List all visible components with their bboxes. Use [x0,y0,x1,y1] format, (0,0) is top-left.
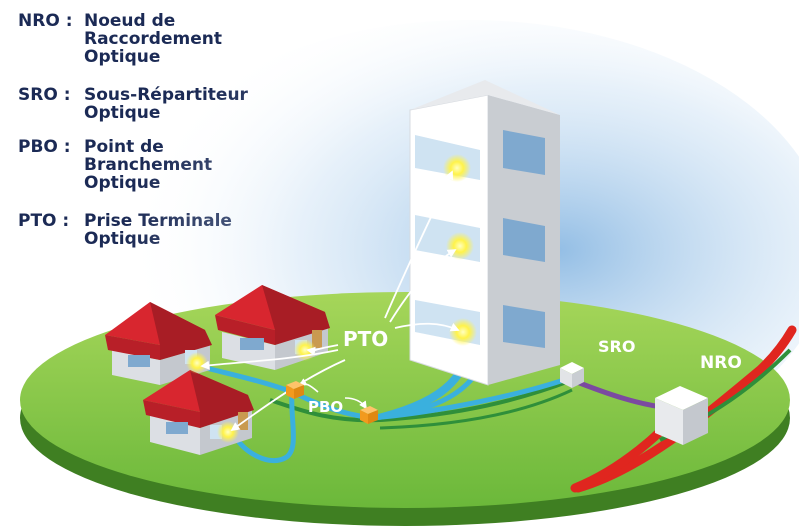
pto-light-icon [217,421,239,443]
pto-light-icon [449,318,477,346]
legend-line: Noeud de [84,11,176,31]
legend-line: Optique [84,103,161,123]
legend-abbr: PBO : [18,137,71,157]
legend-line: Raccordement [84,29,222,49]
nro-fiber-red-lower [570,425,667,493]
ground-disk [20,292,790,508]
pbo-label: PBO [308,398,343,416]
sro-cabinet-icon [560,362,584,388]
legend-abbr: NRO : [18,11,73,31]
legend-line: Optique [84,47,161,67]
nro-cabinet-icon [655,386,708,445]
pbo-box-icon [360,406,378,424]
pto-light-icon [186,352,208,374]
ground-fiber-green [269,378,573,423]
pto-light-icon [443,154,471,182]
nro-label: NRO [700,353,742,373]
ground-fiber-green-3 [379,388,573,430]
pto-arrows [200,170,460,432]
legend-abbr: PTO : [18,211,70,231]
legend-line: Point de [84,137,164,157]
legend-abbr: SRO : [18,85,71,105]
nro-fiber-red [573,325,797,493]
building-icon [409,80,560,386]
pto-label: PTO [343,327,388,351]
pto-light-icon [446,232,474,260]
house-icon [143,370,254,455]
pbo-box-icon [286,381,304,399]
house-icon [105,302,212,385]
sro-label: SRO [598,337,635,356]
